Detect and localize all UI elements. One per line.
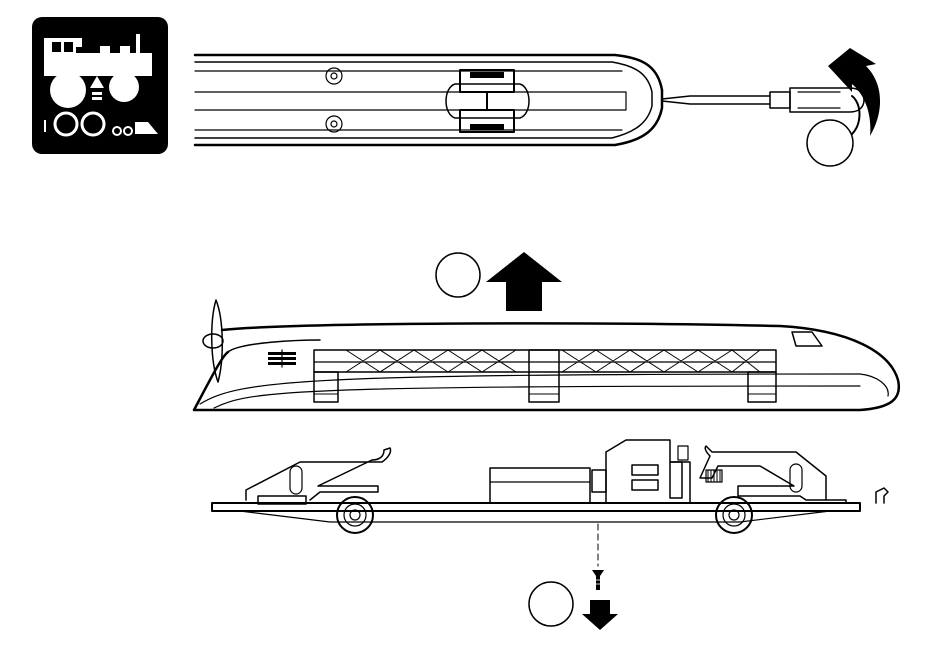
step-marker-2 <box>436 253 480 297</box>
screw-icon <box>592 570 604 590</box>
locomotive-body-removal-icon <box>32 17 168 154</box>
step-marker-3 <box>529 582 573 626</box>
up-arrow <box>486 252 562 311</box>
down-arrow <box>582 600 618 630</box>
locomotive-body-side-view <box>194 300 899 410</box>
body-underside-view <box>195 55 864 145</box>
step-marker-1 <box>807 120 853 166</box>
chassis-side-view <box>212 440 888 566</box>
